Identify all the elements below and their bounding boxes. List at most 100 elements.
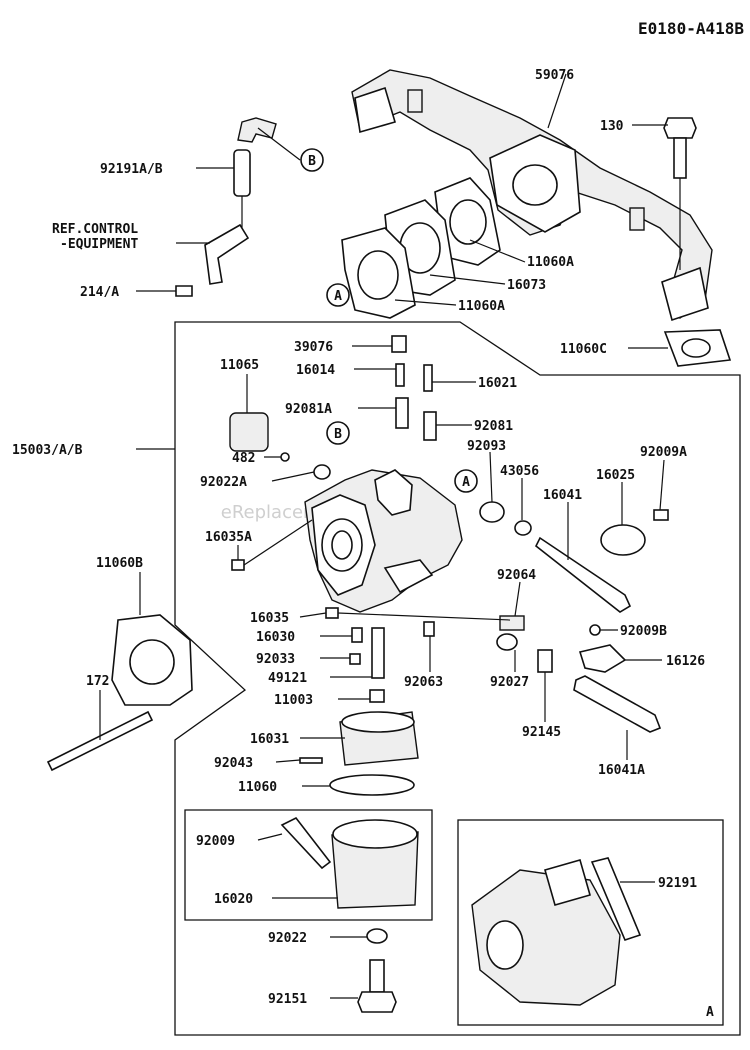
- control-bracket: [204, 223, 250, 285]
- label-16020: 16020: [214, 892, 253, 907]
- stud-172: [46, 710, 154, 772]
- screw-92009: [280, 816, 332, 870]
- inset-frame: [457, 819, 724, 1026]
- label-92151: 92151: [268, 992, 307, 1007]
- jet-49121: [371, 627, 385, 679]
- label-92093: 92093: [467, 439, 506, 454]
- label-92009: 92009: [196, 834, 235, 849]
- label-92022a: 92022A: [200, 475, 247, 490]
- inset-label: A: [706, 1005, 714, 1020]
- label-ref-equipment: -EQUIPMENT: [60, 237, 138, 252]
- bowl-subframe: [184, 809, 433, 921]
- shaft-16041a: [573, 675, 662, 733]
- svg-text:A: A: [334, 289, 342, 304]
- label-15003ab: 15003/A/B: [12, 443, 83, 458]
- label-92081: 92081: [474, 419, 513, 434]
- label-92191ab: 92191A/B: [100, 162, 163, 177]
- part-92063: [423, 621, 435, 637]
- label-172: 172: [86, 674, 109, 689]
- label-16041: 16041: [543, 488, 582, 503]
- gasket-11060: [329, 774, 415, 796]
- label-11060a-bot: 11060A: [458, 299, 505, 314]
- label-92043: 92043: [214, 756, 253, 771]
- jet-11003: [369, 689, 385, 703]
- bolt-92151: [357, 959, 397, 1013]
- label-11060c: 11060C: [560, 342, 607, 357]
- plate-16025: [600, 524, 646, 556]
- label-92064: 92064: [497, 568, 536, 583]
- label-11065: 11065: [220, 358, 259, 373]
- screw-92009a: [653, 509, 669, 521]
- label-16014: 16014: [296, 363, 335, 378]
- float-16031: [339, 711, 419, 766]
- label-92009b: 92009B: [620, 624, 667, 639]
- part-92033: [349, 653, 361, 665]
- label-11060: 11060: [238, 780, 277, 795]
- label-59076: 59076: [535, 68, 574, 83]
- label-92063: 92063: [404, 675, 443, 690]
- pin-92043: [299, 757, 323, 764]
- label-ref-control: REF.CONTROL: [52, 222, 138, 237]
- carburetor-body: [304, 469, 463, 613]
- label-49121: 49121: [268, 671, 307, 686]
- part-labels: 59076 130 92191A/B REF.CONTROL -EQUIPMEN…: [12, 68, 705, 1007]
- part-39076: [391, 335, 407, 353]
- part-16035: [325, 607, 339, 619]
- plate-16126: [578, 644, 627, 673]
- shaft-16041: [534, 536, 632, 613]
- callout-b-top: B: [300, 148, 324, 172]
- svg-text:A: A: [462, 475, 470, 490]
- spring-92081a: [395, 397, 409, 429]
- label-92191: 92191: [658, 876, 697, 891]
- fuel-hose: [233, 117, 277, 197]
- washer-92022: [366, 928, 388, 944]
- label-11003: 11003: [274, 693, 313, 708]
- assembly-frame: [174, 321, 741, 1036]
- label-16025: 16025: [596, 468, 635, 483]
- screw-92064: [499, 615, 525, 631]
- bowl-16020: [331, 819, 419, 909]
- label-16031: 16031: [250, 732, 289, 747]
- nut-92027: [496, 633, 518, 651]
- label-214a: 214/A: [80, 285, 119, 300]
- part-43056: [514, 520, 532, 536]
- label-39076: 39076: [294, 340, 333, 355]
- callout-b-mid: B: [326, 421, 350, 445]
- label-92009a: 92009A: [640, 445, 687, 460]
- gasket-11060b: [111, 614, 193, 706]
- label-92081a: 92081A: [285, 402, 332, 417]
- callout-a-top: A: [326, 283, 350, 307]
- label-11060a-top: 11060A: [527, 255, 574, 270]
- label-11060b: 11060B: [96, 556, 143, 571]
- leader-lines: [99, 73, 681, 999]
- part-482: [280, 452, 290, 462]
- part-16035a: [231, 559, 245, 571]
- label-130: 130: [600, 119, 624, 134]
- label-43056: 43056: [500, 464, 539, 479]
- spring-92145: [537, 649, 553, 673]
- part-16021: [423, 364, 433, 392]
- label-16035: 16035: [250, 611, 289, 626]
- part-16014: [395, 363, 405, 387]
- label-92027: 92027: [490, 675, 529, 690]
- label-16021: 16021: [478, 376, 517, 391]
- diagram-code: E0180-A418B: [638, 19, 744, 38]
- spring-92081: [423, 411, 437, 441]
- screw-214a: [175, 285, 193, 297]
- bolt-130: [663, 117, 697, 179]
- gaskets-manifold: [341, 177, 732, 367]
- label-482: 482: [232, 451, 255, 466]
- washer-92022a: [313, 464, 331, 480]
- part-16030: [351, 627, 363, 643]
- callout-a-mid: A: [454, 469, 478, 493]
- oring-92093: [479, 501, 505, 523]
- label-16126: 16126: [666, 654, 705, 669]
- label-16035a: 16035A: [205, 530, 252, 545]
- label-92022: 92022: [268, 931, 307, 946]
- washer-92009b: [589, 624, 601, 636]
- inset-carburetor: [471, 857, 642, 1006]
- part-11065: [229, 412, 269, 452]
- intake-manifold: [351, 69, 713, 322]
- label-16041a: 16041A: [598, 763, 645, 778]
